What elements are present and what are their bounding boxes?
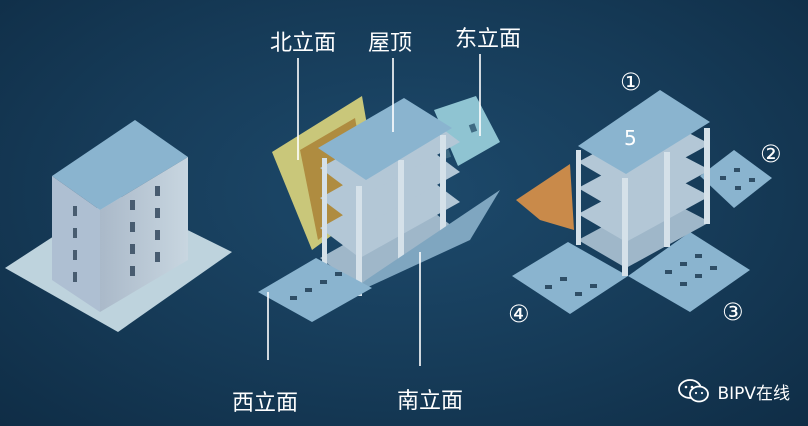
intact-roof: [52, 120, 188, 210]
exploded-building: [258, 96, 500, 322]
marker-1: ①: [620, 68, 642, 96]
panel-4: [512, 242, 628, 314]
roof-label: 屋顶: [368, 31, 412, 56]
west-facade-label: 西立面: [232, 391, 298, 416]
south-facade-label: 南立面: [397, 389, 463, 414]
leader-lines: [267, 54, 481, 366]
east-facade-label: 东立面: [455, 27, 521, 52]
roof-panel: [318, 98, 452, 180]
marker-3: ③: [722, 298, 744, 326]
marker-5: 5: [624, 126, 637, 150]
panel-5-roof: [578, 90, 710, 174]
wechat-icon: [678, 379, 710, 403]
west-facade-windows: [290, 272, 342, 300]
numbered-panel-windows: [545, 168, 755, 296]
marker-2: ②: [760, 140, 782, 168]
panel-3: [628, 232, 750, 312]
west-facade-panel: [258, 258, 372, 322]
intact-building: [5, 120, 232, 332]
south-facade-panel: [340, 190, 500, 300]
intact-south-wall: [100, 157, 188, 312]
intact-west-wall: [52, 176, 100, 312]
east-facade-panel: [434, 96, 500, 166]
marker-4: ④: [508, 300, 530, 328]
numbered-building: [512, 90, 772, 314]
watermark-text: BIPV在线: [717, 383, 790, 404]
intact-windows: [73, 186, 160, 282]
panel-markers: ① ② ③ ④ 5: [508, 68, 782, 328]
panel-2: [700, 150, 772, 208]
orange-side-panel: [516, 164, 574, 230]
north-facade-label: 北立面: [270, 31, 336, 56]
facade-labels: 北立面 屋顶 东立面 西立面 南立面: [232, 27, 521, 416]
watermark: BIPV在线: [677, 378, 790, 404]
